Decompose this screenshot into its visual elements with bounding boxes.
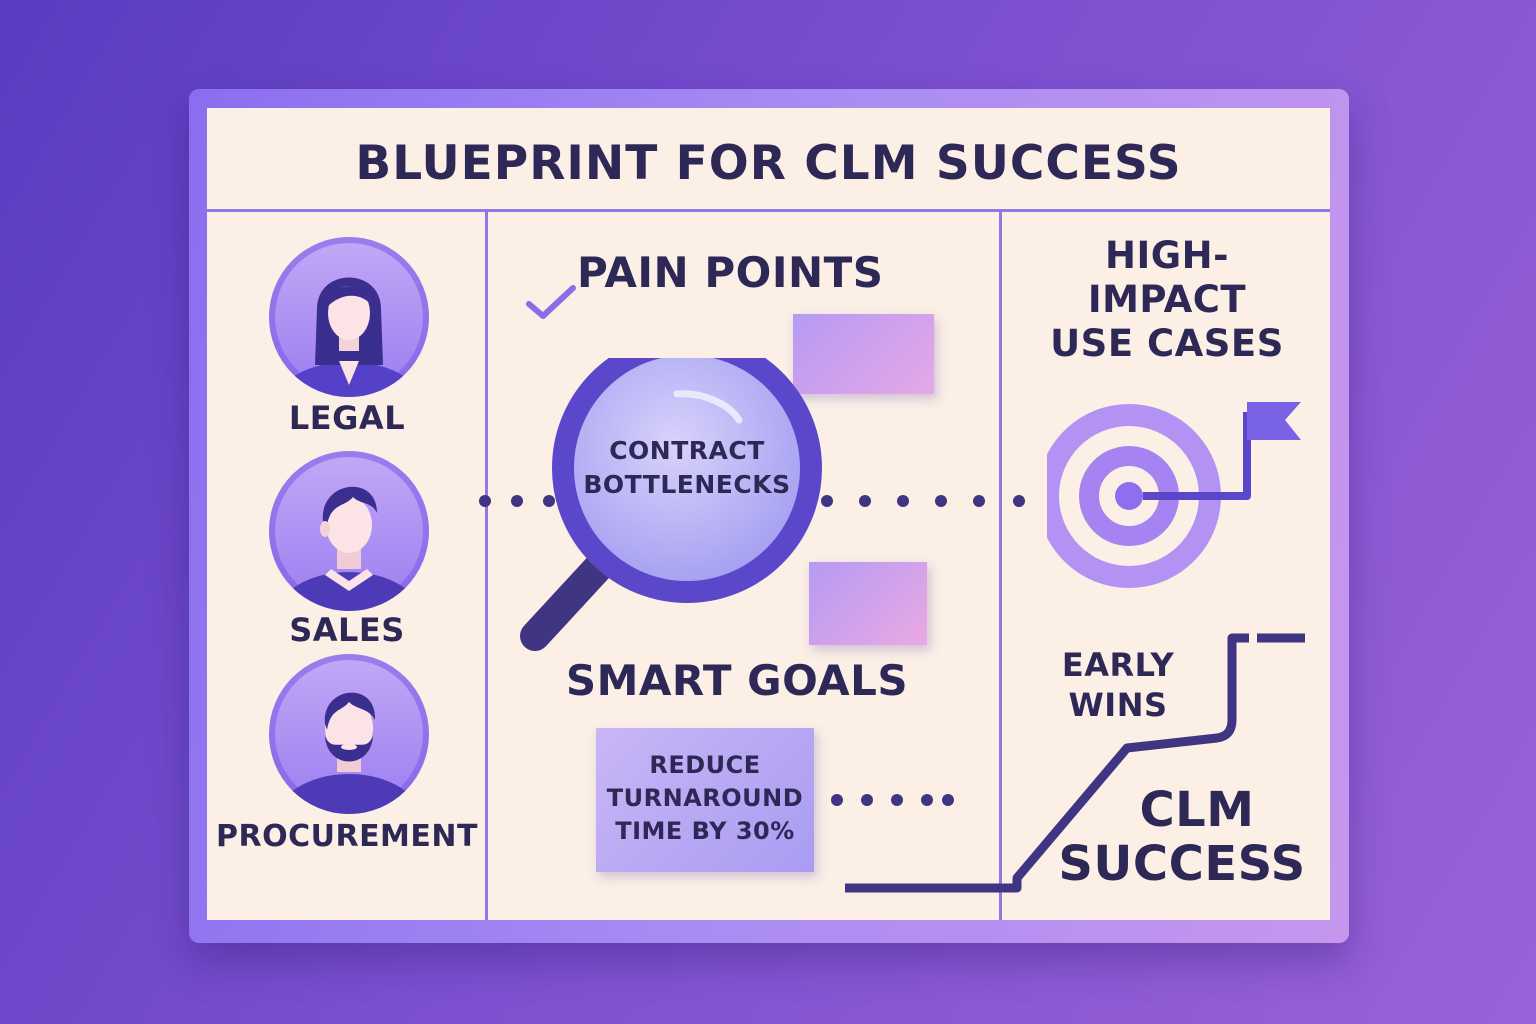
use-cases-line3: USE CASES (1050, 322, 1284, 365)
connector-dot (1013, 495, 1025, 507)
column-divider-left (485, 209, 488, 920)
pain-points-heading: PAIN POINTS (577, 248, 884, 297)
connector-dot (479, 495, 491, 507)
goal-note-line3: TIME BY 30% (615, 817, 795, 845)
smart-goals-heading: SMART GOALS (565, 656, 909, 705)
sales-avatar (269, 451, 429, 611)
column-divider-right (999, 209, 1002, 920)
connector-dot (511, 495, 523, 507)
connector-dot (891, 794, 903, 806)
goal-note (596, 728, 814, 872)
connector-dot (973, 495, 985, 507)
sticky-note-icon (793, 314, 934, 394)
procurement-label: PROCUREMENT (216, 819, 478, 854)
sales-label: SALES (289, 611, 405, 649)
connector-dot (942, 794, 954, 806)
sticky-note-icon (809, 562, 927, 645)
early-wins-line1: EARLY (1061, 646, 1175, 684)
procurement-avatar (269, 654, 429, 814)
connector-dot (821, 495, 833, 507)
magnifying-glass-icon (520, 358, 822, 651)
title-divider (207, 209, 1330, 212)
connector-dot (543, 495, 555, 507)
lens-text-line1: CONTRACT (609, 436, 765, 465)
clm-success-line1: CLM (1139, 782, 1255, 838)
person-male-icon (277, 486, 421, 611)
early-wins-line2: WINS (1068, 686, 1168, 724)
blueprint-board: BLUEPRINT FOR CLM SUCCESS LEGAL SALES (207, 108, 1330, 920)
legal-label: LEGAL (288, 399, 406, 437)
goal-note-line1: REDUCE (649, 751, 761, 779)
use-cases-line1: HIGH- (1105, 234, 1229, 277)
connector-dot (861, 794, 873, 806)
page-title: BLUEPRINT FOR CLM SUCCESS (355, 136, 1182, 191)
person-bearded-icon (276, 692, 422, 814)
connector-dot (831, 794, 843, 806)
staircase-path-icon (845, 633, 1305, 893)
goal-note-line2: TURNAROUND (606, 784, 804, 812)
person-female-icon (277, 277, 421, 397)
connector-dot (897, 495, 909, 507)
lens-text-line2: BOTTLENECKS (583, 470, 791, 499)
target-icon (1047, 402, 1301, 588)
clm-success-line2: SUCCESS (1058, 836, 1306, 892)
flag-icon (1247, 402, 1301, 440)
use-cases-line2: IMPACT (1087, 278, 1247, 321)
connector-dot (921, 794, 933, 806)
legal-avatar (269, 237, 429, 397)
checkmark-icon (526, 285, 576, 319)
connector-dot (935, 495, 947, 507)
connector-dot (859, 495, 871, 507)
